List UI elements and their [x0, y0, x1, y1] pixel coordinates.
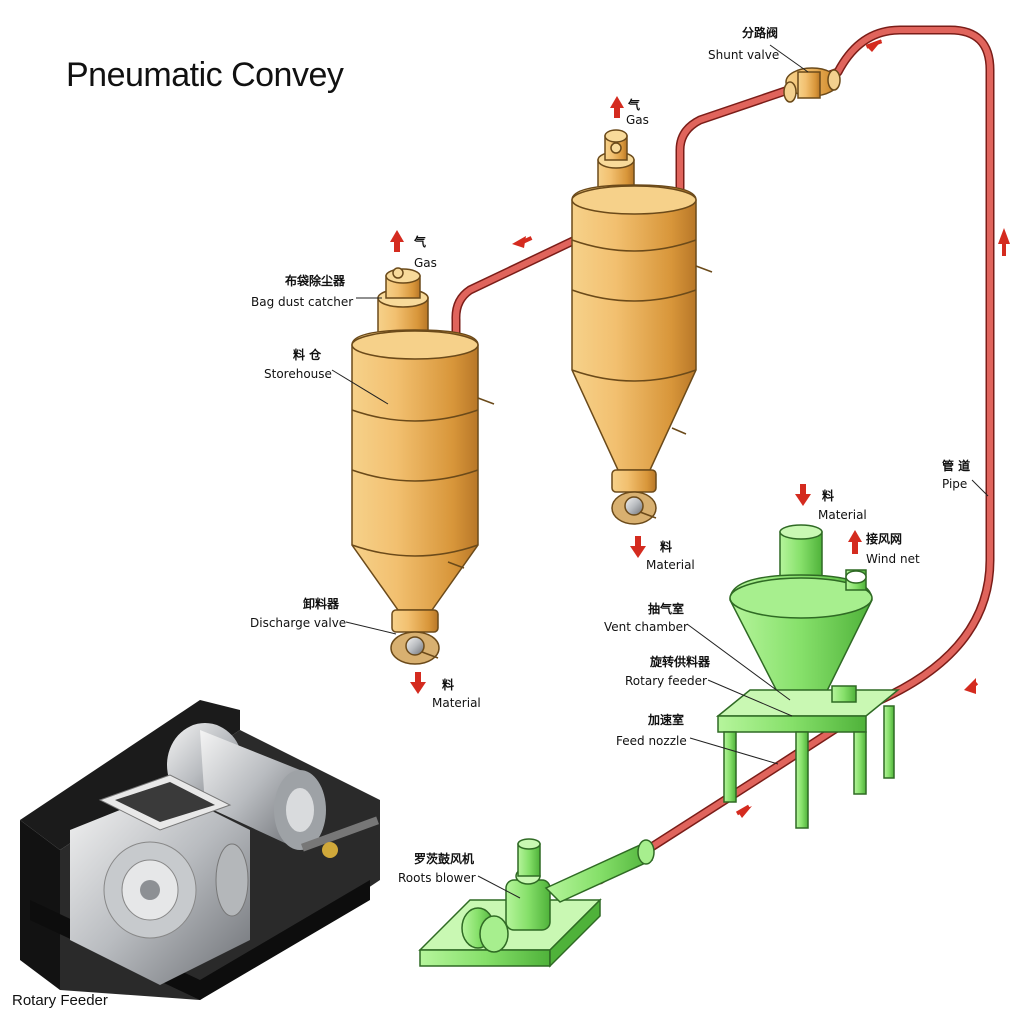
rotary-feeder-label-en: Rotary feeder: [625, 674, 707, 688]
right-gas-label-zh: 气: [628, 98, 641, 112]
storehouse-label-en: Storehouse: [264, 367, 332, 381]
rotary-feeder-label-zh: 旋转供料器: [650, 655, 711, 669]
right-gas-label-en: Gas: [626, 113, 649, 127]
right-material-label-en: Material: [646, 558, 695, 572]
left-material-label-zh: 料: [442, 678, 455, 692]
feed-nozzle-label-en: Feed nozzle: [616, 734, 687, 748]
leader-lines: [331, 44, 989, 899]
vent-chamber-label-en: Vent chamber: [604, 620, 688, 634]
left-gas-label-zh: 气: [414, 235, 427, 249]
wind-net-label-en: Wind net: [866, 552, 920, 566]
pipe-label-en: Pipe: [942, 477, 968, 491]
feed-nozzle-label-zh: 加速室: [648, 713, 685, 727]
shunt-valve-label-en: Shunt valve: [708, 48, 780, 62]
left-gas-label-en: Gas: [414, 256, 437, 270]
flow-arrows: [390, 39, 1010, 818]
photo-caption: Rotary Feeder: [12, 992, 108, 1009]
bag-dust-catcher-label-en: Bag dust catcher: [251, 295, 354, 309]
page-title: Pneumatic Convey: [66, 56, 344, 94]
discharge-valve-label-en: Discharge valve: [250, 616, 347, 630]
top-material-label-en: Material: [818, 508, 867, 522]
right-silo: [571, 129, 713, 525]
storehouse-label-zh: 料 仓: [293, 348, 322, 362]
roots-blower-label-en: Roots blower: [398, 871, 476, 885]
shunt-valve: [783, 67, 841, 103]
left-material-label-en: Material: [432, 696, 481, 710]
bag-dust-catcher-label-zh: 布袋除尘器: [285, 274, 346, 288]
feeder-station: [715, 524, 901, 829]
vent-chamber-label-zh: 抽气室: [648, 602, 685, 616]
top-material-label-zh: 料: [822, 489, 835, 503]
left-silo: [351, 267, 495, 665]
roots-blower-label-zh: 罗茨鼓风机: [414, 852, 475, 866]
pipe-label-zh: 管 道: [942, 459, 971, 473]
rotary-feeder-photo: [20, 700, 380, 1000]
conveying-pipe: [451, 25, 995, 885]
shunt-valve-label-zh: 分路阀: [742, 26, 779, 40]
roots-blower: [418, 838, 655, 968]
discharge-valve-label-zh: 卸料器: [303, 597, 340, 611]
right-material-label-zh: 料: [660, 540, 673, 554]
wind-net-label-zh: 接风网: [866, 532, 903, 546]
